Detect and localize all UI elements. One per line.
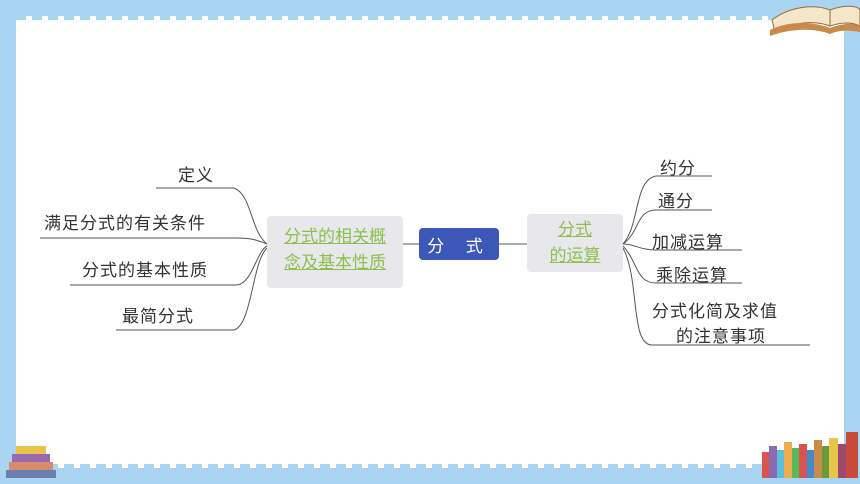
leaf-basic-property: 分式的基本性质 [82,261,208,281]
leaf-add-subtract: 加减运算 [652,233,724,253]
leaf-multiply-divide: 乘除运算 [656,266,728,286]
hub-left-line2: 念及基本性质 [284,253,386,273]
frame-right [844,0,860,484]
branch-reduce [622,175,712,245]
branch-multiply-divide [622,245,742,284]
frame-dashes-top [16,16,844,20]
leaf-reduce: 约分 [660,159,696,179]
frame-dashes-bottom [16,464,844,468]
hub-right-line1: 分式 [558,220,592,240]
leaf-simplest: 最简分式 [122,307,194,327]
branch-definition [156,187,268,245]
leaf-conditions: 满足分式的有关条件 [44,214,206,234]
branch-add-subtract [622,243,742,251]
branch-simplest [116,247,268,331]
branch-common-denominator [622,209,712,245]
hub-left-line1: 分式的相关概 [284,227,386,247]
bookshelf-icon [762,432,858,478]
leaf-definition: 定义 [178,166,214,186]
branch-basic-property [70,245,268,286]
center-node: 分 式 [419,228,499,260]
open-book-icon [770,5,860,36]
leaf-common-denominator: 通分 [658,192,694,212]
hub-right-line2: 的运算 [549,246,601,266]
frame-top [0,0,860,16]
hub-concepts-properties: 分式的相关概 念及基本性质 [267,216,403,288]
hub-operations: 分式 的运算 [527,214,623,272]
leaf-simplify-evaluate: 分式化简及求值 [652,302,778,322]
frame-left [0,0,16,484]
frame-bottom [0,468,860,484]
branch-simplify-evaluate [622,247,810,346]
book-stack-icon [6,446,56,478]
leaf-notes: 的注意事项 [676,327,766,347]
branch-conditions [40,237,268,245]
